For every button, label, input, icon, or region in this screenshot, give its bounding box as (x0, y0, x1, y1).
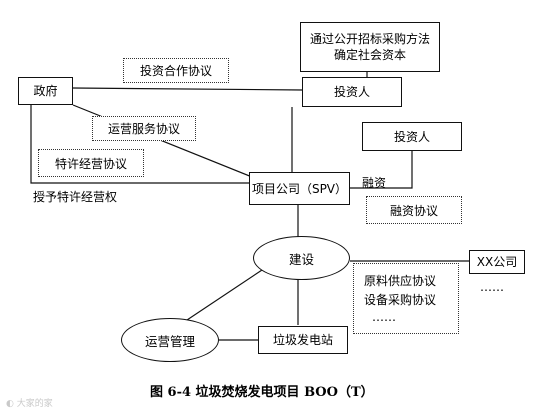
watermark-logo-icon: ◐ (6, 399, 17, 409)
operation-service-agreement: 运营服务协议 (92, 116, 196, 141)
investor-right-label: 投资人 (393, 129, 430, 144)
investment-cooperation-agreement: 投资合作协议 (123, 58, 229, 83)
supply-agreements: 原料供应协议 设备采购协议 …… (353, 263, 459, 334)
construction-label: 建设 (288, 251, 314, 267)
line-government-investor (72, 87, 304, 91)
construction-node: 建设 (253, 236, 350, 280)
xx-company-node: XX公司 (469, 250, 525, 274)
franchise-agreement: 特许经营协议 (38, 149, 144, 177)
financing-agreement: 融资协议 (366, 196, 462, 224)
grant-franchise-label: 授予特许经营权 (33, 190, 118, 204)
plant-label: 垃圾发电站 (272, 333, 333, 347)
financing-label: 融资 (362, 176, 387, 190)
procurement-line-1: 通过公开招标采购方法 (309, 32, 430, 46)
financing-agreement-label: 融资协议 (389, 203, 438, 218)
supply-ellipsis: …… (372, 310, 396, 324)
investor-right-node: 投资人 (362, 122, 462, 151)
supply-line-1: 原料供应协议 (364, 274, 437, 288)
xx-ellipsis: …… (480, 280, 504, 294)
procurement-note: 通过公开招标采购方法 确定社会资本 (300, 22, 440, 72)
figure-caption: 图 6-4 垃圾焚烧发电项目 BOO（T） (150, 385, 374, 400)
operation-management-node: 运营管理 (121, 318, 219, 362)
investor-node: 投资人 (302, 77, 402, 107)
operation-service-label: 运营服务协议 (107, 122, 180, 136)
supply-line-2: 设备采购协议 (364, 293, 437, 307)
government-node: 政府 (18, 77, 73, 105)
watermark-text: 大家的家 (16, 399, 53, 409)
line-construction-operation (177, 269, 263, 327)
xx-company-label: XX公司 (476, 255, 518, 269)
government-label: 政府 (33, 84, 58, 98)
investor-label: 投资人 (333, 85, 370, 99)
watermark: ◐ 大家的家 (6, 396, 53, 409)
line-government-grant-franchise (30, 105, 250, 184)
plant-node: 垃圾发电站 (258, 326, 348, 354)
spv-node: 项目公司（SPV） (249, 172, 350, 205)
line-right-investor-spv (350, 151, 413, 189)
investment-cooperation-label: 投资合作协议 (139, 64, 212, 78)
procurement-line-2: 确定社会资本 (333, 48, 406, 62)
operation-management-label: 运营管理 (144, 333, 195, 349)
franchise-label: 特许经营协议 (54, 156, 127, 171)
spv-label: 项目公司（SPV） (251, 181, 348, 196)
